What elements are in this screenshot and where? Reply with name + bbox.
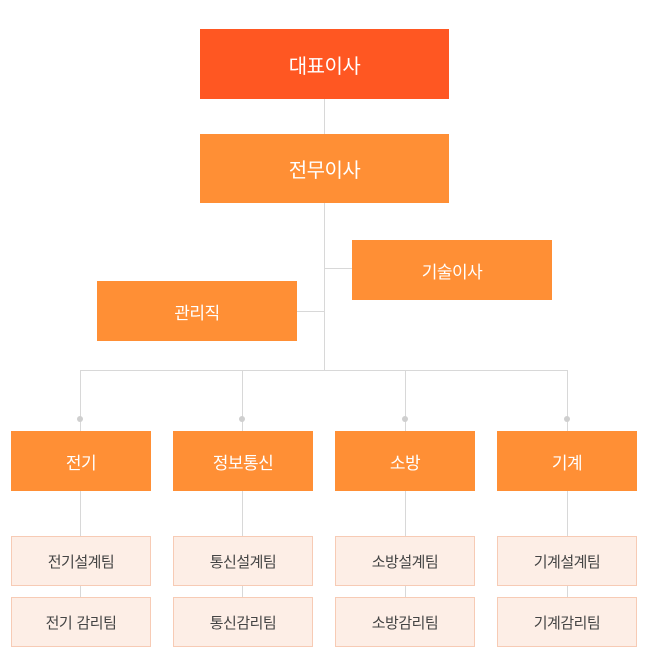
connector-main-trunk (324, 203, 325, 371)
connector-dot (564, 416, 570, 422)
connector-dot (239, 416, 245, 422)
department-fire: 소방 (335, 431, 475, 491)
team-box: 전기설계팀 (11, 536, 151, 586)
connector-dot (77, 416, 83, 422)
technical-director-box: 기술이사 (352, 240, 552, 300)
team-box: 통신설계팀 (173, 536, 313, 586)
team-box: 소방감리팀 (335, 597, 475, 647)
connector-dept-drop (80, 370, 81, 431)
connector-ceo-to-director (324, 99, 325, 134)
ceo-box: 대표이사 (200, 29, 449, 99)
department-mechanical: 기계 (497, 431, 637, 491)
team-box: 기계감리팀 (497, 597, 637, 647)
managing-director-box: 전무이사 (200, 134, 449, 203)
department-ict: 정보통신 (173, 431, 313, 491)
connector-dept-drop (567, 370, 568, 431)
connector-management-branch (297, 311, 325, 312)
department-electrical: 전기 (11, 431, 151, 491)
connector-dept-drop (242, 370, 243, 431)
connector-dept-drop (405, 370, 406, 431)
connector-dot (402, 416, 408, 422)
team-box: 전기 감리팀 (11, 597, 151, 647)
team-box: 기계설계팀 (497, 536, 637, 586)
management-box: 관리직 (97, 281, 297, 341)
connector-department-bar (80, 370, 568, 371)
connector-technical-branch (324, 268, 352, 269)
team-box: 소방설계팀 (335, 536, 475, 586)
team-box: 통신감리팀 (173, 597, 313, 647)
